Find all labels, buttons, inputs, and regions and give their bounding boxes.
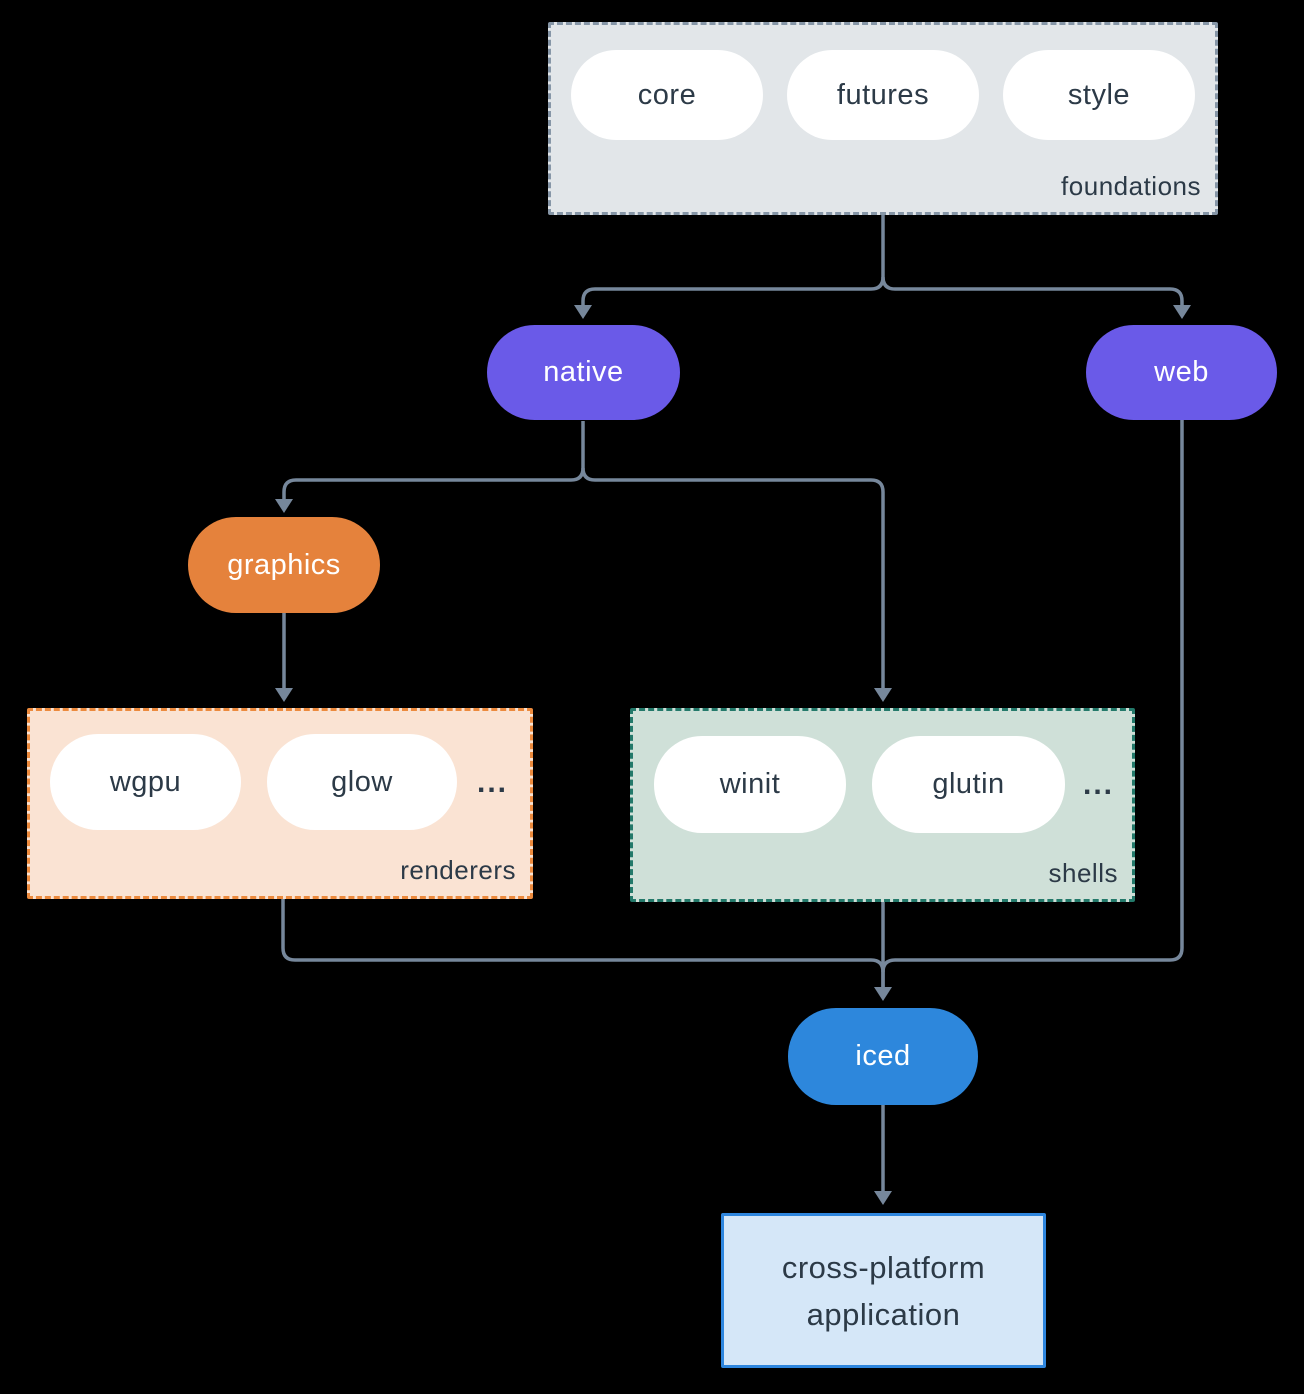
node-native: native [487, 325, 680, 420]
node-glow-label: glow [331, 765, 393, 798]
node-glow: glow [267, 734, 457, 830]
node-graphics: graphics [188, 517, 380, 613]
node-application-label-line2: application [806, 1296, 961, 1332]
edge-native-shells [581, 467, 885, 690]
node-winit-label: winit [719, 768, 781, 800]
arrowhead-renderers [275, 688, 293, 702]
arrowhead-native [574, 305, 592, 319]
node-wgpu-label: wgpu [109, 765, 182, 798]
node-wgpu: wgpu [50, 734, 241, 830]
node-iced-label: iced [855, 1040, 911, 1072]
shells-group: winit glutin ... shells [630, 708, 1135, 902]
edge-foundations-web [881, 276, 1184, 306]
node-style-label: style [1067, 78, 1131, 111]
node-glutin-label: glutin [932, 768, 1005, 800]
renderers-group-label: renderers [400, 855, 516, 885]
shells-group-label: shells [1048, 858, 1118, 888]
arrowhead-web [1173, 305, 1191, 319]
edge-native-graphics [282, 421, 585, 500]
node-web-label: web [1154, 356, 1209, 388]
renderers-group: wgpu glow ... renderers [27, 708, 533, 899]
arrowhead-application [874, 1191, 892, 1205]
node-application: cross-platform application [721, 1213, 1046, 1368]
node-core-label: core [637, 78, 697, 111]
node-futures: futures [787, 50, 979, 140]
arrowhead-iced [874, 987, 892, 1001]
node-iced: iced [788, 1008, 978, 1105]
node-graphics-label: graphics [227, 548, 341, 581]
node-application-label-line1: cross-platform [781, 1249, 986, 1285]
node-style: style [1003, 50, 1195, 140]
renderers-ellipsis: ... [477, 766, 509, 799]
node-web: web [1086, 325, 1277, 420]
node-winit: winit [654, 736, 846, 833]
shells-ellipsis: ... [1083, 768, 1115, 801]
node-core: core [571, 50, 763, 140]
foundations-group-label: foundations [1061, 171, 1201, 201]
node-futures-label: futures [836, 78, 930, 111]
node-native-label: native [543, 356, 624, 388]
edge-renderers-iced [281, 898, 885, 988]
node-glutin: glutin [872, 736, 1065, 833]
arrowhead-graphics [275, 499, 293, 513]
arrowhead-shells [874, 688, 892, 702]
foundations-group: core futures style foundations [548, 22, 1218, 215]
edge-foundations-native [581, 214, 885, 306]
